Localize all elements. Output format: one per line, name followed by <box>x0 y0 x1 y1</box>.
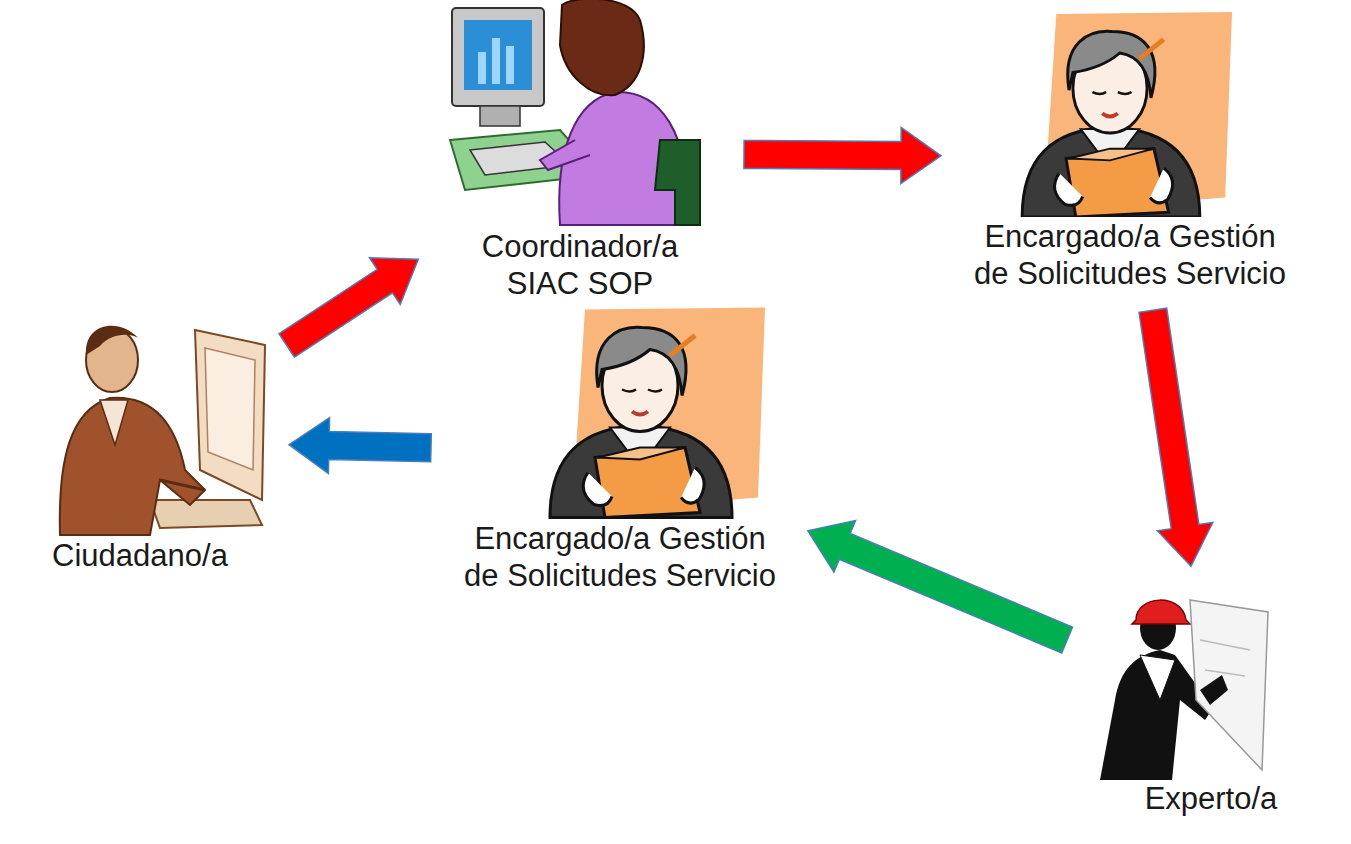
person-node: Experto/a <box>1080 580 1342 821</box>
person-node: Encargado/a Gestión de Solicitudes Servi… <box>955 18 1305 296</box>
block-arrow <box>289 418 431 474</box>
block-arrow <box>808 521 1073 653</box>
citizen-figure <box>60 326 265 535</box>
role-label: Experto/a <box>1086 780 1336 817</box>
role-label: Coordinador/a SIAC SOP <box>460 228 700 302</box>
person-node: Ciudadano/a <box>5 305 275 578</box>
person-node: Coordinador/a SIAC SOP <box>430 0 730 306</box>
expert-figure <box>1100 600 1268 780</box>
role-label: Encargado/a Gestión de Solicitudes Servi… <box>968 218 1293 292</box>
role-label: Ciudadano/a <box>10 537 270 574</box>
block-arrow <box>1139 308 1213 566</box>
block-arrow <box>744 128 941 184</box>
person-node: Encargado/a Gestión de Solicitudes Servi… <box>445 305 795 598</box>
clerk-figure <box>550 308 765 518</box>
role-label: Encargado/a Gestión de Solicitudes Servi… <box>458 520 783 594</box>
block-arrow <box>279 258 418 357</box>
coordinator-figure <box>450 0 700 225</box>
clerk-figure <box>1022 12 1232 217</box>
